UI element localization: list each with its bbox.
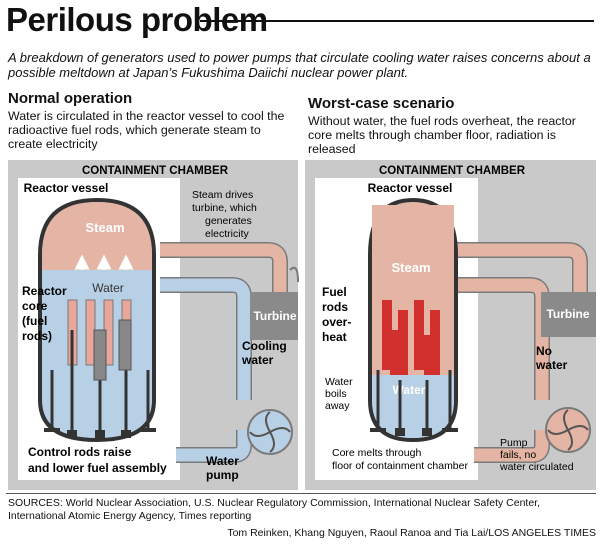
svg-text:Reactor: Reactor <box>22 284 67 298</box>
footer-rule <box>6 493 596 494</box>
svg-text:fails, no: fails, no <box>500 449 536 461</box>
cooling-label: Cooling water <box>241 339 287 367</box>
melt-label: Core melts through floor of containment … <box>332 447 468 472</box>
steam-label: Steam <box>391 260 430 275</box>
svg-text:water circulated: water circulated <box>499 461 574 473</box>
subtitle: A breakdown of generators used to power … <box>8 50 591 80</box>
svg-text:electricity: electricity <box>205 228 250 240</box>
turbine <box>541 292 596 337</box>
svg-text:water: water <box>535 358 568 372</box>
svg-text:boils: boils <box>325 388 347 400</box>
svg-text:rods: rods <box>322 300 348 314</box>
chamber-label: CONTAINMENT CHAMBER <box>379 165 526 177</box>
fuel-rod-hot <box>430 310 440 375</box>
sources-note: SOURCES: World Nuclear Association, U.S.… <box>8 497 541 522</box>
svg-text:and lower fuel assembly: and lower fuel assembly <box>28 461 167 475</box>
svg-text:generates: generates <box>205 215 252 227</box>
turbine <box>250 292 298 340</box>
svg-text:Cooling: Cooling <box>242 339 287 353</box>
pump-label: Water pump <box>206 454 239 482</box>
steam-note: Steam drives turbine, which generates el… <box>192 189 257 240</box>
worst-panel: CONTAINMENT CHAMBER Steam Water Reac <box>305 160 596 490</box>
page-title: Perilous problem <box>6 1 268 38</box>
svg-text:turbine, which: turbine, which <box>192 202 257 214</box>
svg-text:Pump: Pump <box>500 437 528 449</box>
svg-text:pump: pump <box>206 468 239 482</box>
normal-operation-description: Water is circulated in the reactor vesse… <box>8 109 285 151</box>
water-label: Water <box>393 383 426 397</box>
chamber-label: CONTAINMENT CHAMBER <box>82 165 229 177</box>
svg-text:Control rods raise: Control rods raise <box>28 445 132 459</box>
normal-operation-heading: Normal operation <box>8 90 133 107</box>
worst-case-heading: Worst-case scenario <box>308 95 455 112</box>
title-rule <box>200 20 594 22</box>
svg-text:water: water <box>241 353 274 367</box>
svg-text:away: away <box>325 400 350 412</box>
svg-text:Steam drives: Steam drives <box>192 189 253 201</box>
credit-line: Tom Reinken, Khang Nguyen, Raoul Ranoa a… <box>227 527 596 539</box>
normal-panel: CONTAINMENT CHAMBER Steam Water <box>8 160 299 490</box>
fuel-rod-hot <box>414 300 424 370</box>
svg-text:heat: heat <box>322 330 347 344</box>
steam-label: Steam <box>85 220 124 235</box>
svg-text:floor of containment chamber: floor of containment chamber <box>332 460 468 472</box>
fuel-rod-hot <box>382 300 392 370</box>
svg-text:(fuel: (fuel <box>22 314 47 328</box>
rods-label: Fuel rods over- heat <box>322 285 351 344</box>
turbine-label: Turbine <box>546 307 589 321</box>
svg-text:core: core <box>22 299 48 313</box>
control-rods <box>50 319 150 430</box>
svg-text:rods): rods) <box>22 329 52 343</box>
vessel-label: Reactor vessel <box>368 181 453 195</box>
svg-text:Water: Water <box>206 454 239 468</box>
water-label: Water <box>92 281 124 295</box>
core-label: Reactor core (fuel rods) <box>22 284 67 343</box>
worst-case-description: Without water, the fuel rods overheat, t… <box>308 114 576 156</box>
no-water-label: No water <box>535 344 568 372</box>
pump-fail-label: Pump fails, no water circulated <box>499 437 574 473</box>
control-label: Control rods raise and lower fuel assemb… <box>28 445 167 475</box>
svg-text:Core melts through: Core melts through <box>332 447 421 459</box>
svg-text:Water: Water <box>325 376 353 388</box>
svg-text:over-: over- <box>322 315 351 329</box>
turbine-label: Turbine <box>253 309 296 323</box>
svg-text:Fuel: Fuel <box>322 285 347 299</box>
svg-text:No: No <box>536 344 552 358</box>
vessel-label: Reactor vessel <box>24 181 109 195</box>
boils-label: Water boils away <box>325 376 353 412</box>
fuel-rod-hot <box>398 310 408 375</box>
